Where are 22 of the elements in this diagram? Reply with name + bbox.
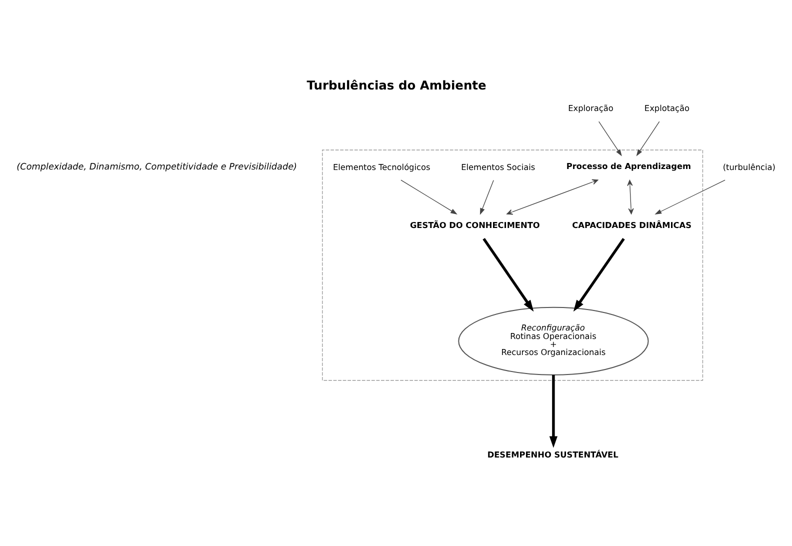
- arrow: [598, 121, 622, 156]
- node-text: Processo de Aprendizagem: [566, 161, 692, 172]
- node-text: GESTÃO DO CONHECIMENTO: [410, 220, 540, 230]
- node-text: CAPACIDADES DINÂMICAS: [572, 220, 692, 230]
- arrow: [573, 238, 625, 312]
- node-text: DESEMPENHO SUSTENTÁVEL: [487, 449, 618, 460]
- arrow: [482, 238, 534, 312]
- node-text: Exploração: [568, 103, 614, 114]
- arrow: [480, 180, 494, 215]
- arrow: [506, 179, 598, 215]
- arrow: [654, 180, 726, 214]
- node-ellipse: Reconfiguração Rotinas Operacionais + Recursos Organizacionais: [458, 306, 649, 376]
- label: (Complexidade, Dinamismo, Competitividade e Previsibilidade): [16, 162, 298, 172]
- node-text: Elementos Sociais: [461, 162, 536, 172]
- arrow: [636, 121, 660, 156]
- node-text: Elementos Tecnológicos: [332, 162, 430, 172]
- node-text: (turbulência): [722, 162, 776, 172]
- arrow: [549, 374, 558, 448]
- arrow: [400, 180, 458, 214]
- node-text: Explotação: [644, 103, 690, 114]
- arrow: [627, 180, 634, 214]
- diagram-title: Turbulências do Ambiente: [306, 78, 486, 93]
